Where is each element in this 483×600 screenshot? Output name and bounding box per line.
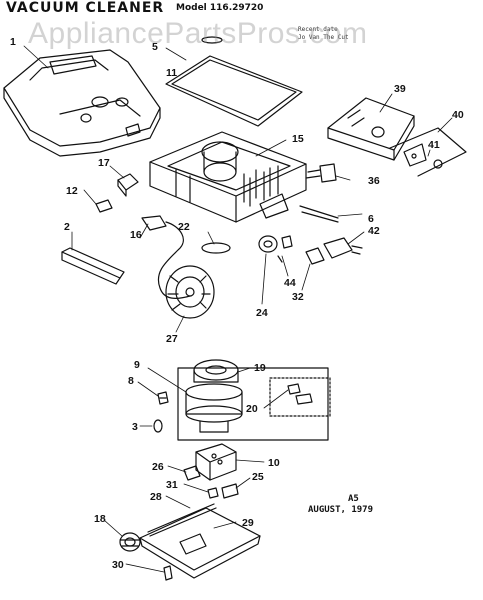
part-19-motor-top [193,359,239,383]
callout-27: 27 [166,333,178,345]
part-30-screw [163,565,173,581]
callout-40: 40 [452,109,464,121]
callout-44: 44 [284,277,296,289]
part-3-washer [153,419,163,433]
top-note-line2: Jo Van The Cut [298,34,349,41]
part-26-spacer [183,465,201,481]
part-22-ring [201,242,231,254]
part-16-power-cord [141,215,191,299]
part-9-motor-body [185,383,243,433]
motor-group-frame [177,367,331,441]
part-42-cord-plug [323,237,363,259]
callout-18: 18 [94,513,106,525]
part-27-fan-assembly [165,265,215,319]
revision-date: AUGUST, 1979 [308,505,374,515]
callout-10: 10 [268,457,280,469]
callout-20: 20 [246,403,258,415]
callout-31: 31 [166,479,178,491]
part-25-pad [221,483,239,499]
callout-32: 32 [292,291,304,303]
callout-30: 30 [112,559,124,571]
callout-11: 11 [166,67,177,79]
callout-42: 42 [368,225,380,237]
part-15-housing [149,131,307,223]
part-12-clip [95,199,113,213]
callout-2: 2 [64,221,70,233]
callout-3: 3 [132,421,138,433]
callout-25: 25 [252,471,264,483]
part-32-clip [305,247,325,265]
callout-22: 22 [178,221,190,233]
callout-39: 39 [394,83,406,95]
callout-24: 24 [256,307,268,319]
callout-15: 15 [292,133,304,145]
callout-1: 1 [10,36,16,48]
callout-19: 19 [254,362,266,374]
callout-16: 16 [130,229,142,241]
part-39-filter [327,97,415,161]
top-note-line1: Recent date [298,26,338,33]
part-44-fitting [277,235,293,263]
model-number: Model 116.29720 [176,3,264,13]
callout-labels: 1 5 11 39 40 41 15 17 12 36 6 22 42 2 16… [10,36,464,571]
callout-29: 29 [242,517,254,529]
callout-17: 17 [98,157,110,169]
callout-12: 12 [66,185,78,197]
part-36-connector [305,163,337,183]
callout-26: 26 [152,461,164,473]
part-6-pin [299,205,339,223]
part-28-rod [147,503,217,537]
callout-8: 8 [128,375,134,387]
callout-9: 9 [134,359,140,371]
part-2-bracket [61,247,125,285]
part-29-base-plate [139,507,261,579]
part-20-brushes [287,383,313,405]
callout-5: 5 [152,41,158,53]
diagram-title: VACUUM CLEANER [6,0,165,16]
part-10-motor-mount [195,443,237,481]
part-5-gasket [201,36,223,44]
part-1-top-cover [3,49,161,157]
callout-6: 6 [368,213,374,225]
part-17-switch [117,173,139,197]
part-40-bracket [389,127,467,177]
callout-28: 28 [150,491,162,503]
leader-lines [23,45,453,573]
callout-36: 36 [368,175,380,187]
part-18-brush-roll [119,532,141,552]
page-code: A5 [348,494,359,504]
part-8-screw [157,391,169,405]
part-31-bolt [207,487,219,499]
part-24-knob [258,235,278,253]
callout-41: 41 [428,139,440,151]
part-11-seal-frame [165,55,303,127]
